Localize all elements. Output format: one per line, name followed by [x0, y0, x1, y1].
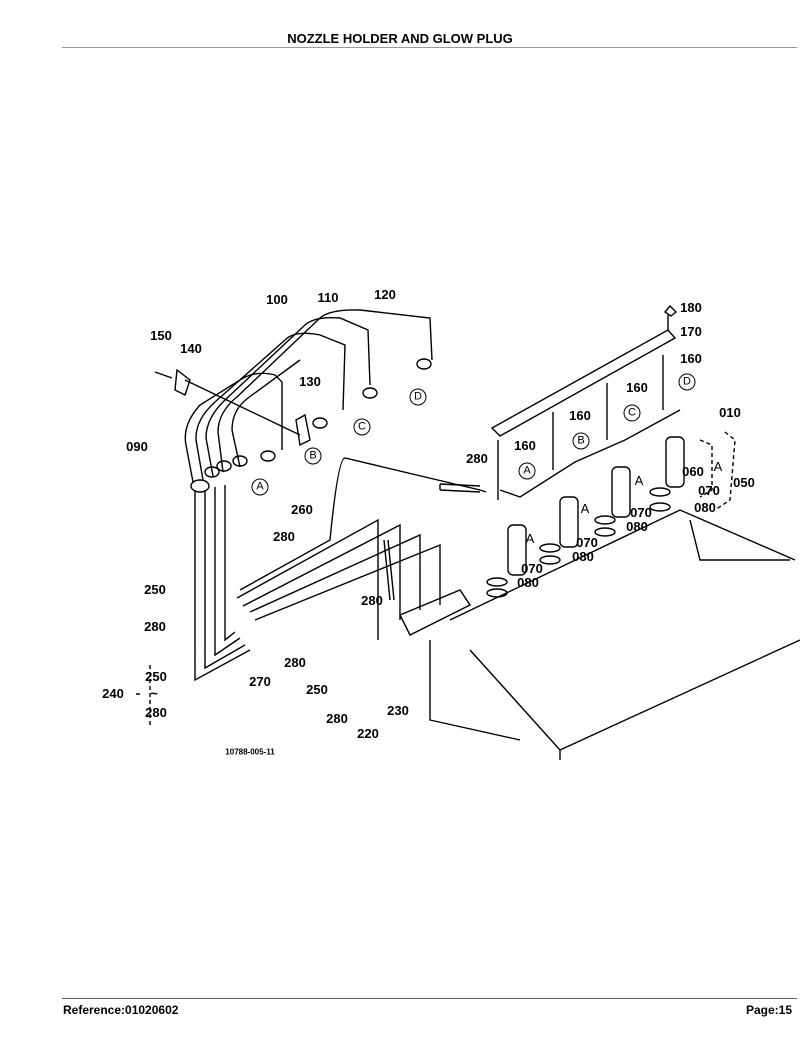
- connector-a: A: [251, 478, 269, 496]
- callout-260: 260: [291, 502, 313, 517]
- callout-080: 080: [517, 575, 539, 590]
- nozzle-holders: [439, 409, 685, 598]
- connector-b: B: [572, 432, 590, 450]
- callout-090: 090: [126, 439, 148, 454]
- callout-240: 240: [102, 686, 124, 701]
- callout-280: 280: [284, 655, 306, 670]
- connector-c: C: [353, 418, 371, 436]
- callout-280: 280: [466, 451, 488, 466]
- callout-250: 250: [145, 669, 167, 684]
- callout-280: 280: [144, 619, 166, 634]
- callout-270: 270: [249, 674, 271, 689]
- callout-250: 250: [144, 582, 166, 597]
- ref-mark-a: A: [713, 459, 723, 474]
- callout-280: 280: [273, 529, 295, 544]
- footer-divider: [62, 998, 797, 999]
- callout-070: 070: [576, 535, 598, 550]
- connector-d: D: [409, 388, 427, 406]
- callout-220: 220: [357, 726, 379, 741]
- callout-050: 050: [733, 475, 755, 490]
- reference-number: Reference:01020602: [63, 1003, 179, 1017]
- callout-120: 120: [374, 287, 396, 302]
- callout-160: 160: [569, 408, 591, 423]
- callout-180: 180: [680, 300, 702, 315]
- callout-160: 160: [514, 438, 536, 453]
- callout-170: 170: [680, 324, 702, 339]
- callout-250: 250: [306, 682, 328, 697]
- callout-080: 080: [626, 519, 648, 534]
- page-title: NOZZLE HOLDER AND GLOW PLUG: [287, 31, 513, 46]
- callout-100: 100: [266, 292, 288, 307]
- injection-pipes: [154, 309, 487, 682]
- callout-range-tilde: ~: [150, 686, 158, 701]
- callout-070: 070: [521, 561, 543, 576]
- callout-070: 070: [630, 505, 652, 520]
- callout-010: 010: [719, 405, 741, 420]
- callout-080: 080: [572, 549, 594, 564]
- callout-280: 280: [326, 711, 348, 726]
- connector-a: A: [518, 462, 536, 480]
- callout-160: 160: [680, 351, 702, 366]
- ref-mark-a: A: [634, 473, 644, 488]
- ref-mark-a: A: [580, 501, 590, 516]
- connector-d: D: [678, 373, 696, 391]
- engine-head: [383, 509, 800, 760]
- figure-id: 10788-005-11: [225, 747, 275, 757]
- callout-230: 230: [387, 703, 409, 718]
- callout-070: 070: [698, 483, 720, 498]
- callout-150: 150: [150, 328, 172, 343]
- connector-c: C: [623, 404, 641, 422]
- callout-080: 080: [694, 500, 716, 515]
- callout-280: 280: [145, 705, 167, 720]
- callout-160: 160: [626, 380, 648, 395]
- callout-110: 110: [317, 290, 339, 305]
- callout-140: 140: [180, 341, 202, 356]
- glow-plug-bar: [490, 304, 678, 500]
- callout-060: 060: [682, 464, 704, 479]
- page-number: Page:15: [745, 1003, 792, 1017]
- ref-mark-a: A: [525, 531, 535, 546]
- connector-b: B: [304, 447, 322, 465]
- callout-130: 130: [299, 374, 321, 389]
- header-divider: [62, 47, 797, 48]
- callout-280: 280: [361, 593, 383, 608]
